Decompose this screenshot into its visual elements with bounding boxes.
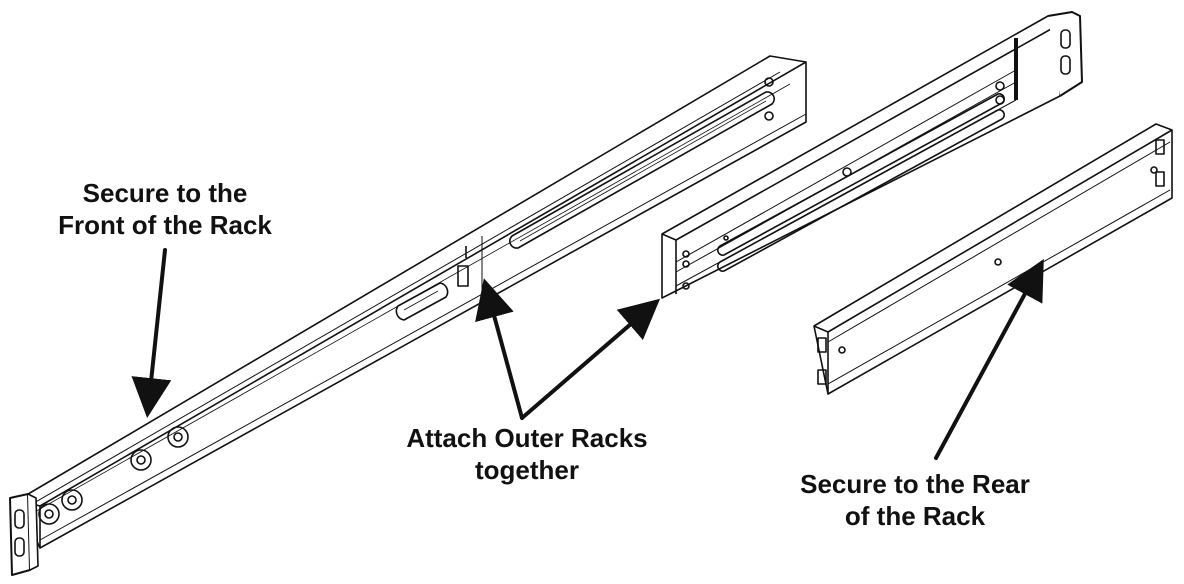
label-secure-front-line1: Secure to the: [82, 178, 248, 208]
label-secure-front: Secure to the Front of the Rack: [30, 177, 300, 241]
arrow-attach-left: [475, 278, 524, 420]
label-secure-rear: Secure to the Rear of the Rack: [770, 468, 1060, 532]
arrow-attach-right: [520, 298, 661, 420]
rear-rail: [813, 123, 1173, 395]
front-rail: [9, 55, 807, 576]
label-secure-rear-line1: Secure to the Rear: [800, 469, 1030, 499]
middle-rail: [661, 11, 1083, 299]
label-attach-outer-line2: together: [475, 455, 579, 485]
arrow-front: [131, 248, 172, 418]
label-secure-front-line2: Front of the Rack: [58, 210, 272, 240]
callout-arrows: [131, 248, 1044, 460]
arrow-rear: [934, 258, 1044, 460]
label-secure-rear-line2: of the Rack: [844, 501, 986, 531]
label-attach-outer-line1: Attach Outer Racks: [406, 423, 648, 453]
label-attach-outer: Attach Outer Racks together: [372, 422, 682, 486]
